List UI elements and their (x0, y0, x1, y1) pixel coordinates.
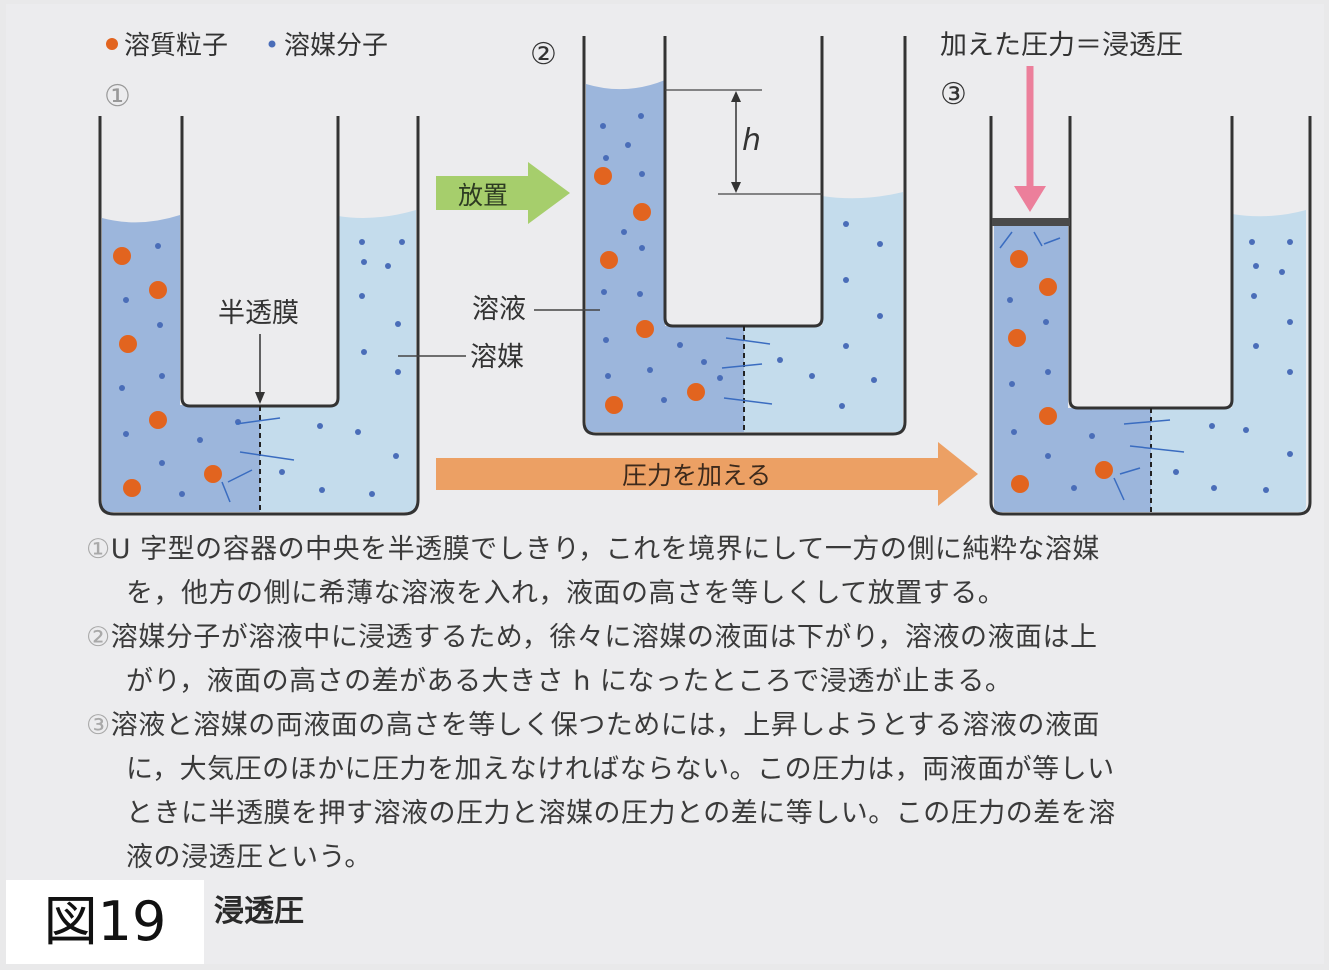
paragraph-3-line-2: に，大気圧のほかに圧力を加えなければならない。この圧力は，両液面が等しい (126, 754, 1115, 785)
panel3-container-outer (989, 116, 1312, 516)
height-arrowhead-bottom (731, 182, 741, 193)
osmosis-diagram: 溶質粒子 溶媒分子 ① 半透膜 溶媒 放置 ② h 溶液 (98, 30, 1312, 516)
leave-arrow (436, 162, 570, 224)
paragraph-1: ①U 字型の容器の中央を半透膜でしきり，これを境界にして一方の側に純粋な溶媒 を… (86, 528, 1322, 616)
panel2-solution-label: 溶液 (472, 294, 526, 325)
paragraph-3-line-1: 溶液と溶媒の両液面の高さを等しく保つためには，上昇しようとする溶液の液面 (110, 710, 1100, 741)
paragraph-3-number: ③ (86, 710, 111, 741)
paragraph-1-line-2: を，他方の側に希薄な溶液を入れ，液面の高さを等しくして放置する。 (126, 578, 1006, 609)
pressure-arrow-head (1014, 186, 1046, 212)
legend-solute-label: 溶質粒子 (124, 31, 228, 61)
panel1-solvent-molecules (119, 239, 405, 497)
panel1-membrane-pointer-head (255, 392, 265, 404)
panel1-container-outer (98, 116, 420, 516)
paragraph-2-number: ② (86, 622, 111, 653)
panel3-number: ③ (940, 77, 967, 112)
paragraph-3: ③溶液と溶媒の両液面の高さを等しく保つためには，上昇しようとする溶液の液面 に，… (86, 704, 1322, 880)
figure-caption: 浸透圧 (214, 894, 304, 929)
panel1-solution-fill (102, 215, 260, 512)
panel2-flow-arrows (721, 337, 773, 405)
panel1-solute-particles (113, 247, 222, 497)
panel1-flow-arrows (221, 417, 295, 503)
legend-solvent-label: 溶媒分子 (284, 31, 388, 61)
panel2-container-outer (582, 36, 907, 436)
paragraph-2: ②溶媒分子が溶液中に浸透するため，徐々に溶媒の液面は下がり，溶液の液面は上 がり… (86, 616, 1322, 704)
panel3-solute-particles (1008, 250, 1113, 493)
apply-pressure-label: 圧力を加える (622, 461, 771, 490)
paragraph-2-line-2: がり，液面の高さの差がある大きさ h になったところで浸透が止まる。 (126, 666, 1013, 697)
panel3-flow-arrows (999, 231, 1185, 501)
panel3-solution-fill (994, 224, 1151, 512)
paragraph-2-line-1: 溶媒分子が溶液中に浸透するため，徐々に溶媒の液面は下がり，溶液の液面は上 (110, 622, 1098, 653)
panel3-solvent-molecules (1007, 239, 1293, 493)
panel1-number: ① (104, 79, 131, 114)
panel2-container-inner (663, 36, 824, 328)
height-arrowhead-top (731, 91, 741, 102)
panel1-solvent-label: 溶媒 (470, 342, 524, 373)
paragraph-1-line-1: U 字型の容器の中央を半透膜でしきり，これを境界にして一方の側に純粋な溶媒 (110, 534, 1100, 565)
apply-pressure-arrow (436, 442, 978, 506)
solvent-legend-dot (268, 40, 276, 48)
panel1-membrane-label: 半透膜 (218, 298, 299, 329)
panel2-number: ② (530, 37, 557, 72)
figure-number: 図19 (6, 880, 204, 964)
panel3-container-inner (1068, 116, 1234, 410)
paragraph-3-line-4: 液の浸透圧という。 (126, 842, 372, 873)
panel2-solvent-molecules (600, 113, 883, 409)
piston (992, 218, 1070, 226)
panel2-solute-particles (594, 167, 705, 414)
height-label: h (742, 123, 761, 158)
paragraph-3-line-3: ときに半透膜を押す溶液の圧力と溶媒の圧力との差に等しい。この圧力の差を溶 (126, 798, 1116, 829)
leave-arrow-label: 放置 (458, 181, 508, 210)
pressure-title: 加えた圧力＝浸透圧 (940, 30, 1183, 61)
panel3-solvent-fill (1151, 210, 1306, 512)
solute-legend-dot (106, 38, 118, 50)
paragraph-1-number: ① (86, 534, 111, 565)
